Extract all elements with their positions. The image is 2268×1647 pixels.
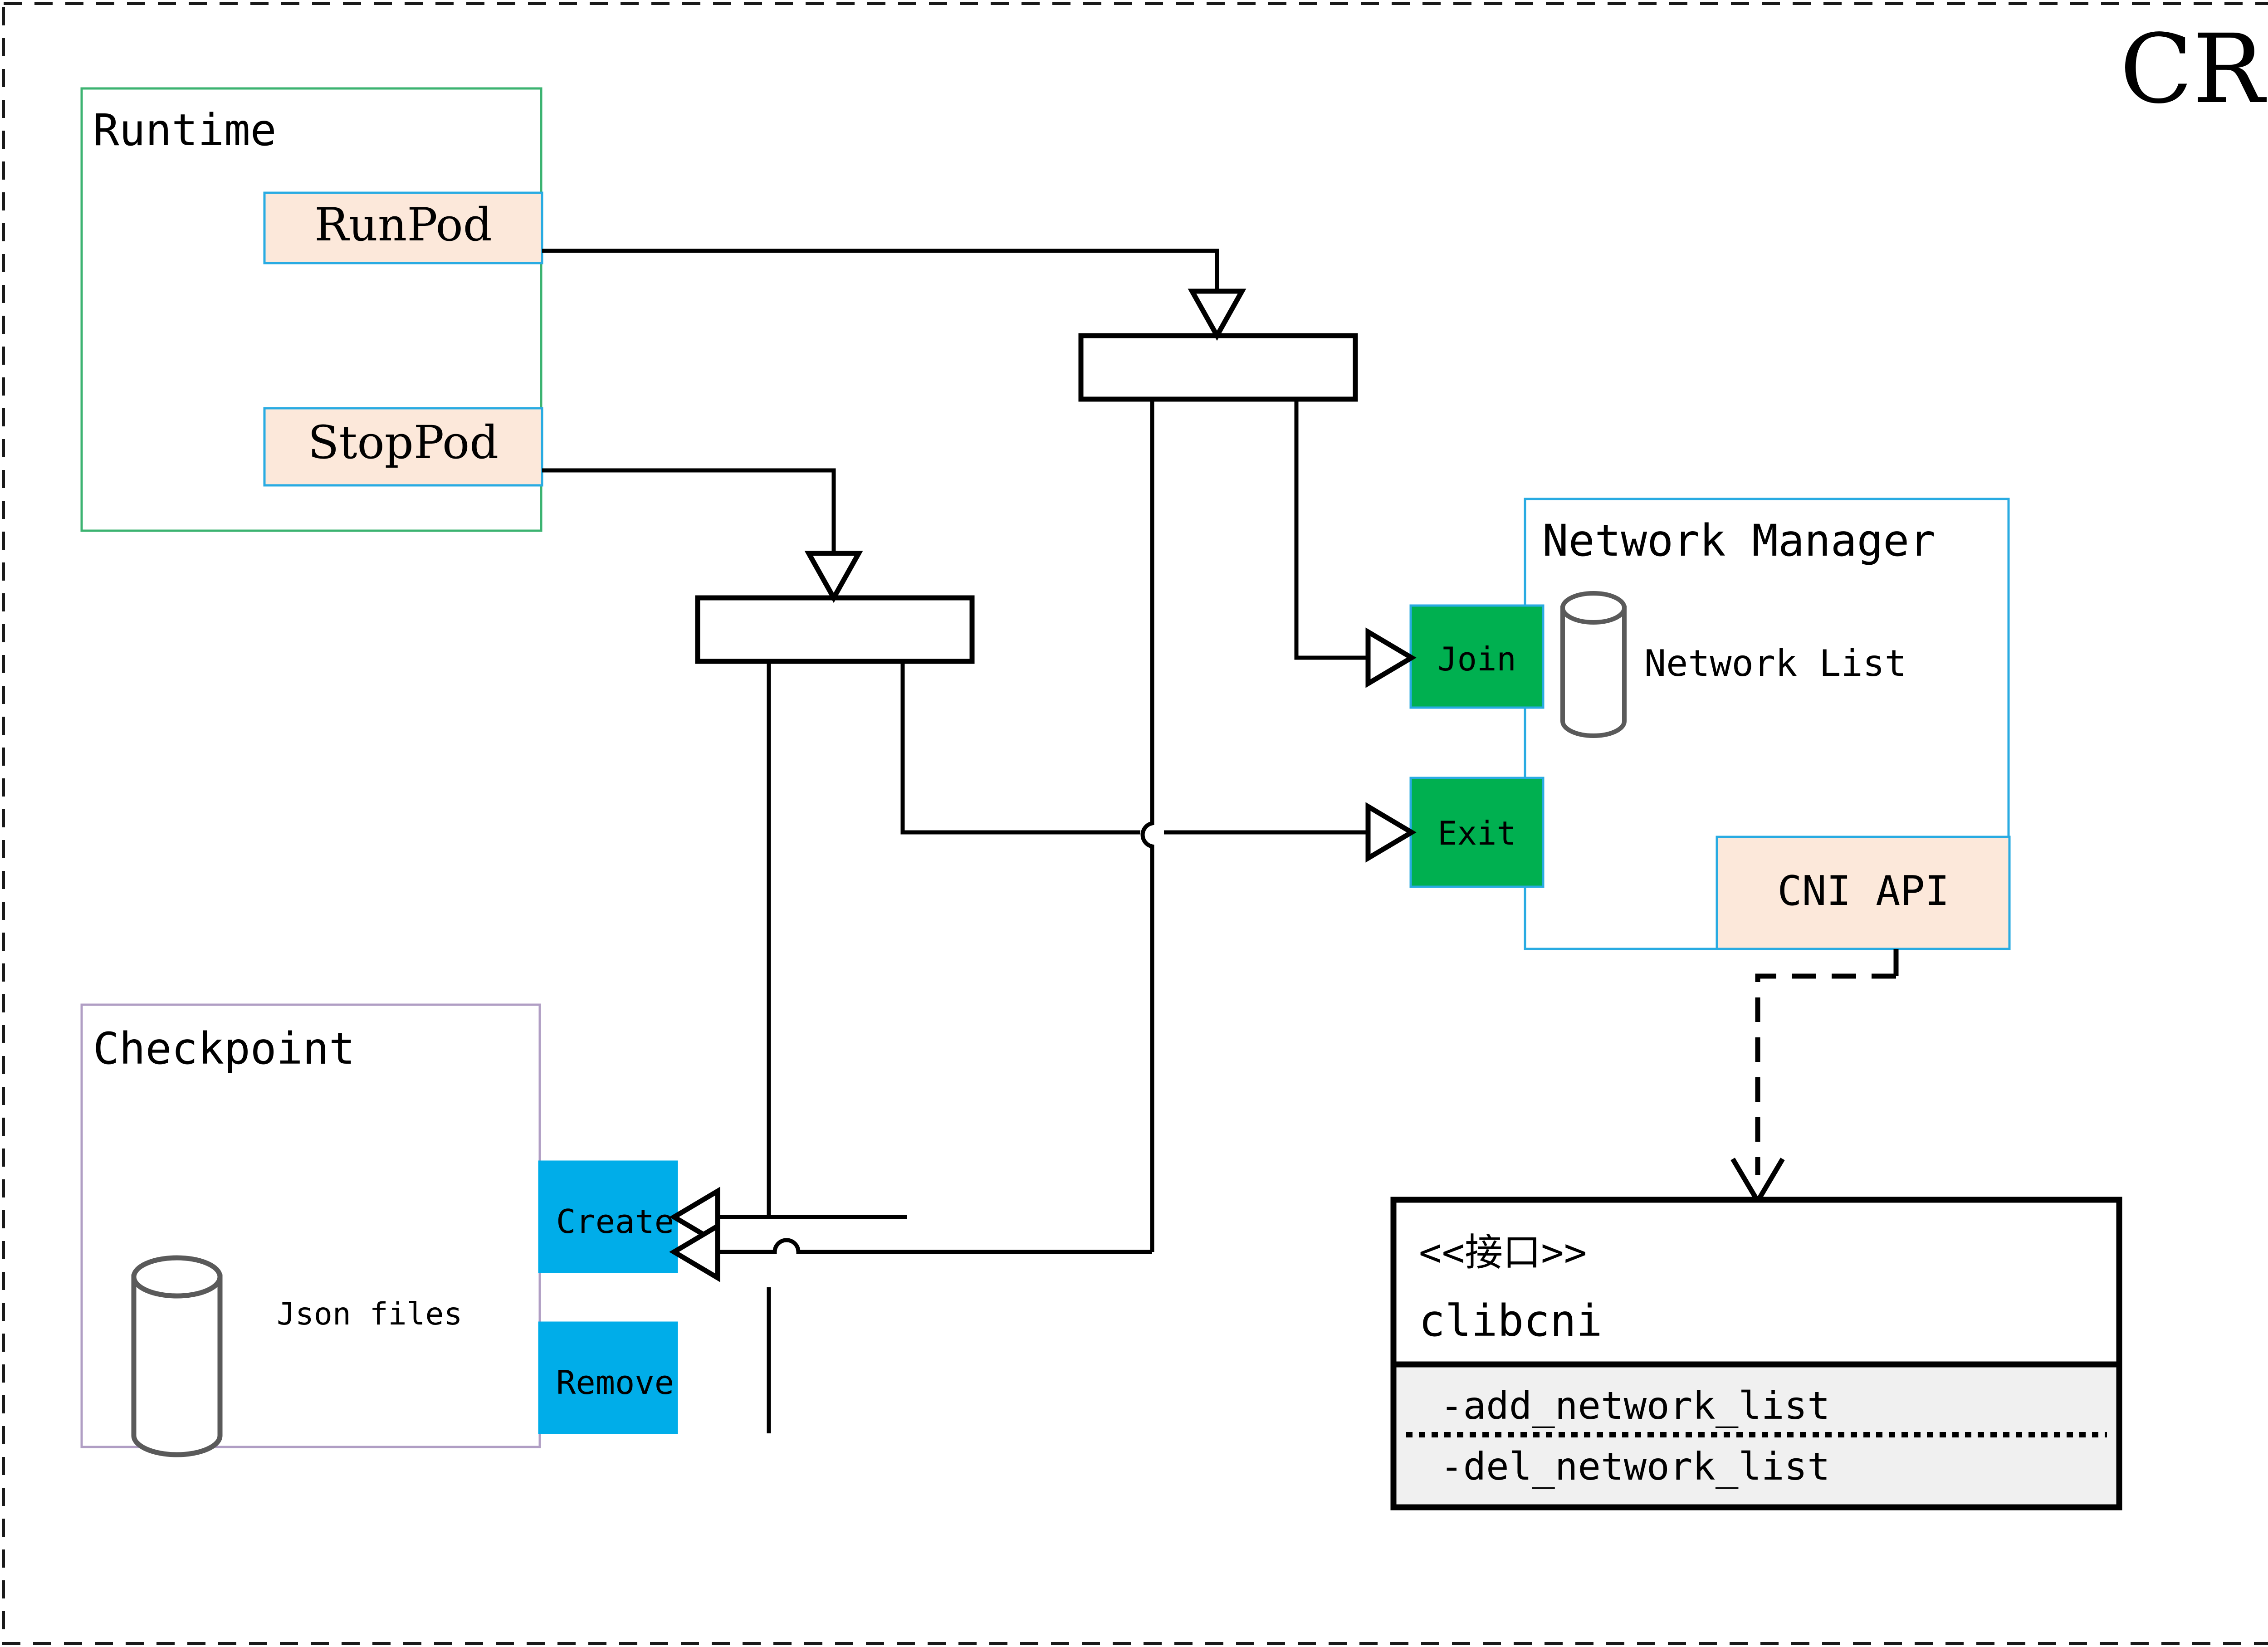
fork-bar-top (1078, 333, 1358, 402)
edge-forkbar-bottom-to-exit (900, 661, 1140, 835)
arrowhead-join (1365, 627, 1417, 688)
interface-method-0: -add_network_list (1440, 1383, 1830, 1428)
member-join[interactable] (1409, 604, 1545, 709)
network-list-cylinder-icon (1560, 591, 1627, 738)
interface-methods-section (1390, 1361, 2122, 1510)
arrowhead-remove (669, 1222, 720, 1282)
member-label-create: Create (556, 1202, 674, 1241)
package-label-checkpoint: Checkpoint (93, 1023, 355, 1074)
member-stoppod[interactable] (263, 407, 543, 487)
member-remove[interactable] (538, 1321, 678, 1434)
member-label-runpod: RunPod (314, 198, 492, 251)
arrowhead-exit (1365, 802, 1417, 863)
edge-cniapi-to-clibcni (1755, 973, 1896, 1175)
interface-stereotype: <<接口>> (1419, 1230, 1587, 1275)
edge-runpod-to-forkbar (542, 249, 1219, 301)
interface-name: clibcni (1419, 1295, 1603, 1346)
page-title: CRI (2120, 14, 2268, 125)
package-label-network-manager: Network Manager (1542, 515, 1936, 566)
member-cni-api[interactable] (1716, 836, 2011, 950)
edge-forkbar-to-remove-seg2 (710, 1238, 1152, 1254)
edge-hop-over-exit-line (1140, 807, 1154, 1252)
member-label-stoppod: StopPod (308, 416, 499, 469)
member-label-cni-api: CNI API (1777, 867, 1949, 915)
member-label-join: Join (1437, 640, 1516, 678)
edge-stoppod-to-forkbar (542, 468, 836, 562)
member-label-exit: Exit (1437, 814, 1516, 852)
arrowhead-stoppod (804, 551, 863, 603)
edge-forkbar-to-join (1294, 399, 1377, 660)
member-runpod[interactable] (263, 191, 543, 264)
interface-method-1: -del_network_list (1440, 1444, 1830, 1489)
member-label-remove: Remove (556, 1364, 674, 1402)
store-label-json-files: Json files (277, 1296, 462, 1332)
package-label-runtime: Runtime (93, 105, 277, 156)
json-files-cylinder-icon (131, 1255, 223, 1457)
member-create[interactable] (538, 1160, 678, 1273)
member-exit[interactable] (1409, 777, 1545, 888)
arrowhead-runpod (1188, 288, 1246, 341)
store-label-network-list: Network List (1644, 642, 1906, 684)
